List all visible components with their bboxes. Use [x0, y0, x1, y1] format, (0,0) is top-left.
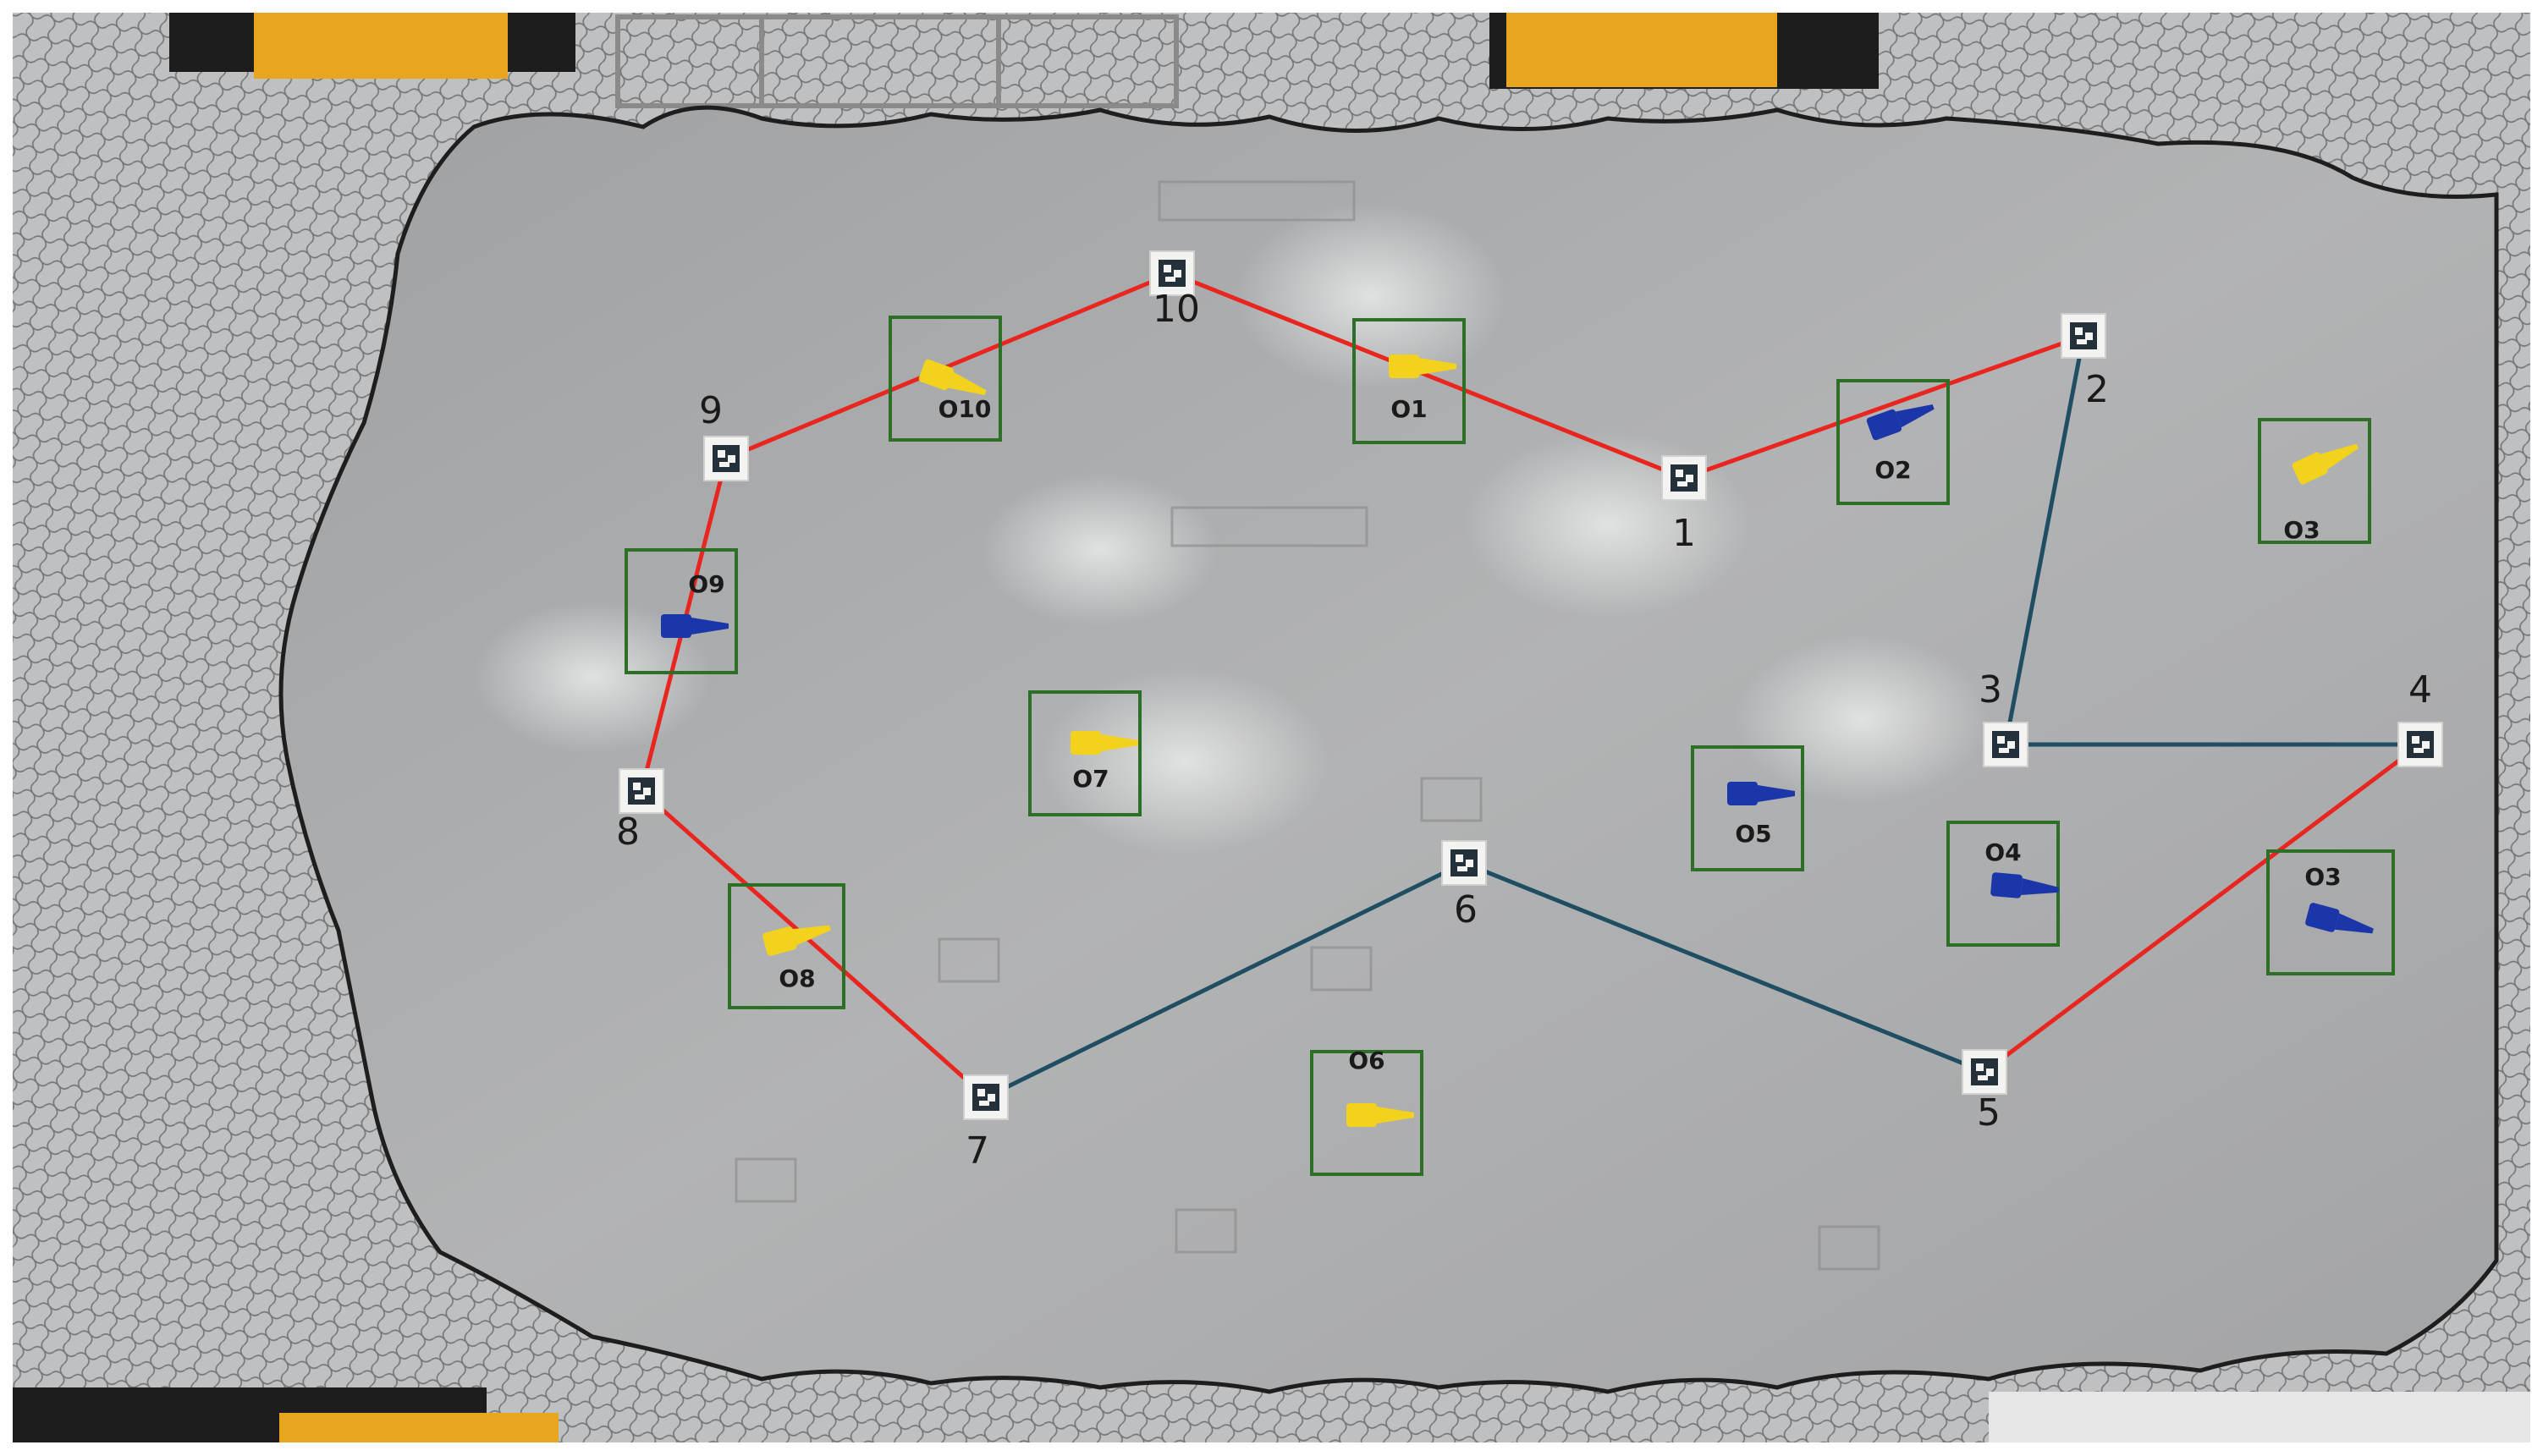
arena-floor [278, 105, 2499, 1394]
waypoint-5: 5 [1962, 1049, 2007, 1135]
waypoint-label: 3 [1979, 668, 2002, 712]
obstacle-o10: O10 [889, 316, 1002, 442]
obstacle-label: O2 [1874, 456, 1911, 484]
bottom-frame [13, 1387, 2530, 1442]
blue-cone-icon [1990, 872, 2060, 898]
obstacle-label: O7 [1072, 765, 1109, 793]
obstacle-bounding-box [625, 548, 738, 674]
obstacle-bounding-box [889, 316, 1002, 442]
yellow-cone-icon [1389, 354, 1456, 378]
path-segment-4-5 [1982, 742, 2423, 1074]
obstacle-o4: O4 [1946, 821, 2060, 947]
obstacle-o5: O5 [1691, 745, 1804, 871]
obstacle-o9: O9 [625, 548, 738, 674]
waypoint-10: 10 [1149, 250, 1200, 331]
obstacle-bounding-box [1836, 379, 1950, 505]
obstacle-bounding-box [1310, 1050, 1423, 1176]
obstacle-o2: O2 [1836, 379, 1950, 505]
aruco-marker-icon [1661, 455, 1707, 501]
obstacle-o3a: O3 [2258, 418, 2371, 544]
top-frame [169, 13, 1879, 108]
path-segment-10-9 [724, 271, 1175, 461]
obstacle-label: O6 [1348, 1047, 1384, 1074]
obstacle-o3b: O3 [2266, 849, 2395, 975]
yellow-cone-icon [1346, 1103, 1414, 1127]
waypoint-6: 6 [1441, 840, 1487, 931]
obstacle-bounding-box [2258, 418, 2371, 544]
obstacle-o8: O8 [728, 883, 845, 1009]
waypoint-layer: 1 2 3 4 5 6 7 8 9 10 [616, 250, 2443, 1173]
obstacle-bounding-box [1946, 821, 2060, 947]
floor-tape-marks [735, 180, 1880, 1271]
floor-reflections [474, 203, 1989, 854]
obstacle-o6: O6 [1310, 1047, 1423, 1176]
yellow-cone-icon [2292, 443, 2359, 485]
aruco-marker-icon [1441, 840, 1487, 886]
yellow-cone-icon [1071, 731, 1138, 755]
aruco-marker-icon [1149, 250, 1195, 296]
obstacle-bounding-box [728, 883, 845, 1009]
waypoint-label: 2 [2085, 368, 2109, 411]
blue-cone-icon [1866, 404, 1935, 441]
aruco-marker-icon [963, 1074, 1009, 1120]
obstacle-bounding-box [1028, 690, 1142, 816]
obstacle-o7: O7 [1028, 690, 1142, 816]
yellow-cone-icon [918, 359, 987, 395]
waypoint-8: 8 [616, 768, 664, 854]
obstacle-label: O9 [688, 570, 724, 598]
obstacle-label: O1 [1390, 395, 1427, 423]
blue-cone-icon [1727, 782, 1795, 805]
waypoint-label: 9 [699, 389, 723, 432]
waypoint-2: 2 [2061, 313, 2109, 411]
obstacle-label: O10 [938, 395, 992, 423]
blue-cone-icon [2305, 903, 2374, 934]
waypoint-1: 1 [1661, 455, 1707, 555]
waypoint-7: 7 [963, 1074, 1009, 1173]
waypoint-label: 5 [1977, 1091, 2001, 1135]
obstacle-bounding-box [2266, 849, 2395, 975]
path-segment-6-7 [983, 860, 1467, 1100]
path-segment-1-10 [1170, 271, 1687, 481]
obstacle-label: O8 [779, 964, 815, 992]
aruco-marker-icon [1962, 1049, 2007, 1095]
waypoint-9: 9 [699, 389, 749, 481]
aruco-marker-icon [2061, 313, 2106, 359]
yellow-cone-icon [762, 925, 831, 956]
path-segment-8-7 [639, 788, 988, 1100]
path-segment-2-3 [2003, 333, 2086, 747]
waypoint-label: 6 [1454, 888, 1478, 931]
path-segment-1-2 [1682, 333, 2086, 481]
waypoint-label: 8 [616, 810, 640, 854]
waypoint-4: 4 [2397, 668, 2443, 767]
waypoint-label: 1 [1672, 512, 1696, 555]
waypoint-3: 3 [1979, 668, 2028, 767]
blue-cone-icon [661, 614, 729, 638]
aruco-marker-icon [1983, 722, 2028, 767]
obstacle-label: O4 [1984, 838, 2021, 866]
path-segment-5-6 [1461, 860, 1987, 1074]
aruco-marker-icon [2397, 722, 2443, 767]
waypoint-label: 10 [1153, 288, 1200, 331]
obstacle-label: O5 [1735, 820, 1771, 848]
aruco-marker-icon [703, 436, 749, 481]
obstacle-bounding-box [1352, 318, 1466, 444]
obstacle-label: O3 [2283, 516, 2320, 544]
aruco-marker-icon [619, 768, 664, 814]
waypoint-label: 7 [966, 1129, 989, 1173]
obstacle-bounding-box [1691, 745, 1804, 871]
obstacle-label: O3 [2304, 863, 2341, 891]
waypoint-label: 4 [2408, 668, 2432, 712]
obstacle-o1: O1 [1352, 318, 1466, 444]
